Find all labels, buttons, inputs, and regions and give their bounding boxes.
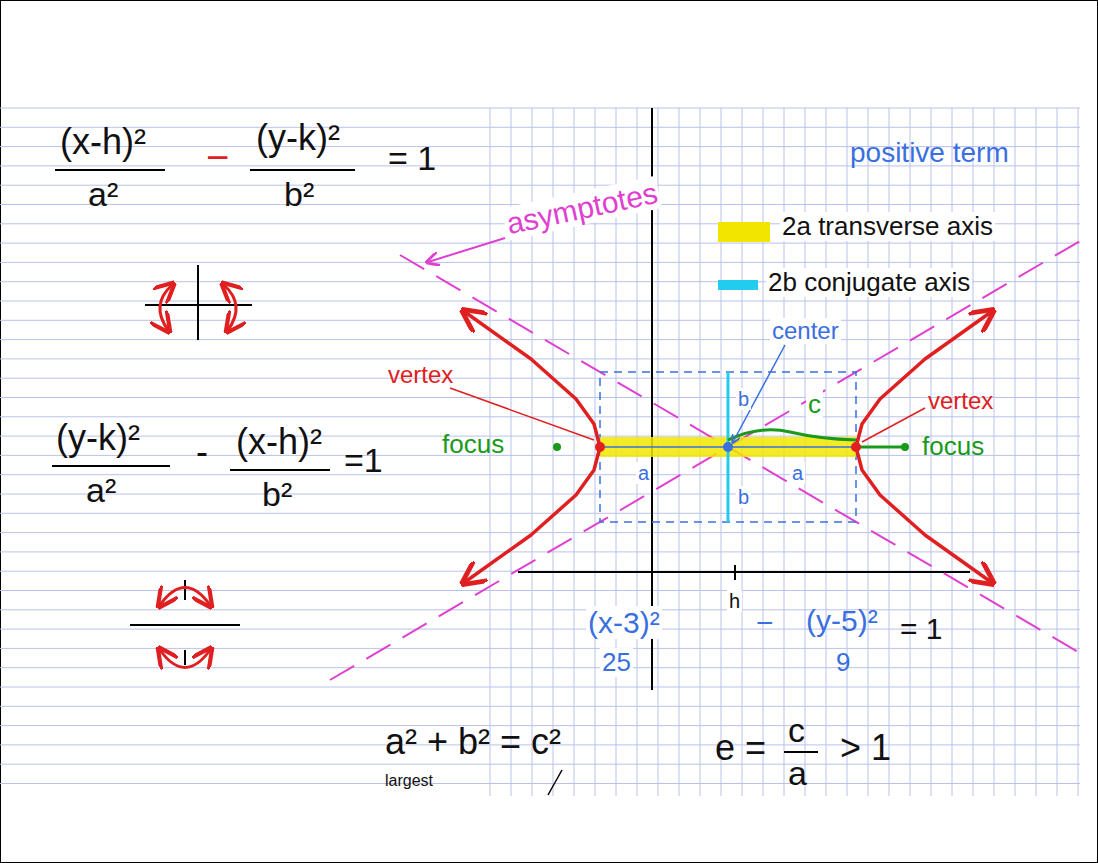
legend-text: 2b conjugate axis (766, 268, 972, 297)
handwritten-label: a (790, 462, 805, 484)
handwritten-label: largest (385, 772, 433, 790)
handwritten-label: 25 (600, 648, 633, 677)
handwritten-label: = 1 (900, 612, 943, 645)
handwritten-label: b² (262, 476, 292, 513)
handwritten-label: a (788, 755, 807, 792)
handwritten-label: - (196, 432, 208, 472)
handwritten-label: a² (86, 472, 116, 509)
handwritten-label: 9 (836, 648, 850, 677)
handwritten-label: vertex (928, 388, 993, 414)
handwritten-label: b² (284, 176, 314, 213)
handwritten-label: = 1 (388, 140, 436, 177)
legend-swatch (718, 222, 770, 242)
handwritten-label: > 1 (840, 728, 891, 768)
handwritten-label: b (736, 388, 751, 410)
handwritten-label: center (770, 318, 841, 344)
handwritten-label: (x-h)² (236, 422, 322, 462)
handwritten-label: focus (442, 430, 504, 459)
handwritten-label: − (756, 606, 774, 639)
handwritten-label: c (806, 390, 823, 419)
handwritten-label: (y-5)² (806, 604, 878, 637)
handwritten-label: a² + b² = c² (385, 722, 561, 762)
legend-swatch (718, 280, 758, 290)
handwritten-label: (y-k)² (256, 118, 340, 158)
handwritten-label: h (727, 590, 742, 612)
handwritten-label: b (736, 486, 751, 508)
handwritten-label: a (636, 462, 651, 484)
handwritten-label: (y-k)² (56, 418, 140, 458)
handwritten-label: (x-h)² (60, 122, 146, 162)
handwritten-label: a² (88, 176, 118, 213)
handwritten-label: e = (715, 728, 766, 768)
handwritten-label: − (206, 135, 229, 179)
legend-text: 2a transverse axis (780, 212, 995, 241)
handwritten-label: (x-3)² (586, 606, 662, 639)
handwritten-label: =1 (344, 442, 383, 479)
handwritten-label: vertex (388, 362, 453, 388)
handwritten-label: c (788, 712, 805, 749)
handwritten-label: positive term (850, 138, 1009, 169)
handwritten-label: focus (922, 432, 984, 461)
